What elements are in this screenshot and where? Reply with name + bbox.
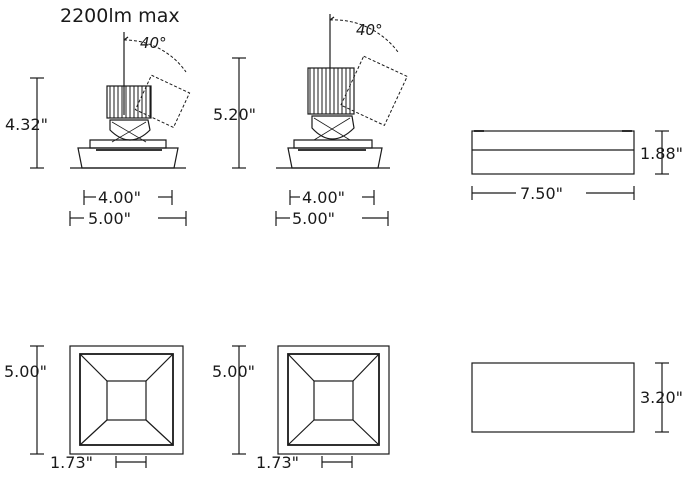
angle-arc <box>123 39 187 73</box>
height-label: 5.20" <box>213 105 256 124</box>
driver-top-box <box>471 362 635 433</box>
driver-length-label: 7.50" <box>520 184 563 203</box>
inset-label: 1.73" <box>256 453 299 472</box>
driver-side-view: 1.88" 7.50" <box>471 130 683 203</box>
top-view-1: 5.00" 1.73" <box>4 345 184 472</box>
housing <box>77 147 179 169</box>
inset-label: 1.73" <box>50 453 93 472</box>
trim-outer <box>277 345 390 455</box>
height-label: 5.00" <box>4 362 47 381</box>
tilt-angle-label: 40° <box>140 34 167 52</box>
trim-width-label: 5.00" <box>88 209 131 228</box>
trim-outer <box>69 345 184 455</box>
aperture <box>313 380 354 421</box>
heat-sink <box>307 67 355 115</box>
aperture-width-label: 4.00" <box>98 188 141 207</box>
housing <box>287 147 383 169</box>
height-label: 5.00" <box>212 362 255 381</box>
lumen-note: 2200lm max <box>60 5 180 27</box>
trim-inner <box>287 353 380 446</box>
tilted-heat-sink <box>340 55 408 127</box>
driver-height-label: 1.88" <box>640 144 683 163</box>
top-view-2: 5.00" 1.73" <box>212 345 390 472</box>
trim-width-label: 5.00" <box>292 209 335 228</box>
driver-box <box>471 130 635 175</box>
side-view-2: 40° 5.20" 4.00" 5.00" <box>213 14 408 228</box>
tilt-angle-label: 40° <box>356 21 383 39</box>
aperture <box>106 380 147 421</box>
trim-inner <box>79 353 174 446</box>
aperture-width-label: 4.00" <box>302 188 345 207</box>
driver-top-view: 3.20" <box>471 362 683 433</box>
height-label: 4.32" <box>5 115 48 134</box>
driver-width-label: 3.20" <box>640 388 683 407</box>
side-view-1: 40° 4.32" 4.00" 5.00" <box>5 32 191 228</box>
tilted-heat-sink <box>134 74 191 129</box>
